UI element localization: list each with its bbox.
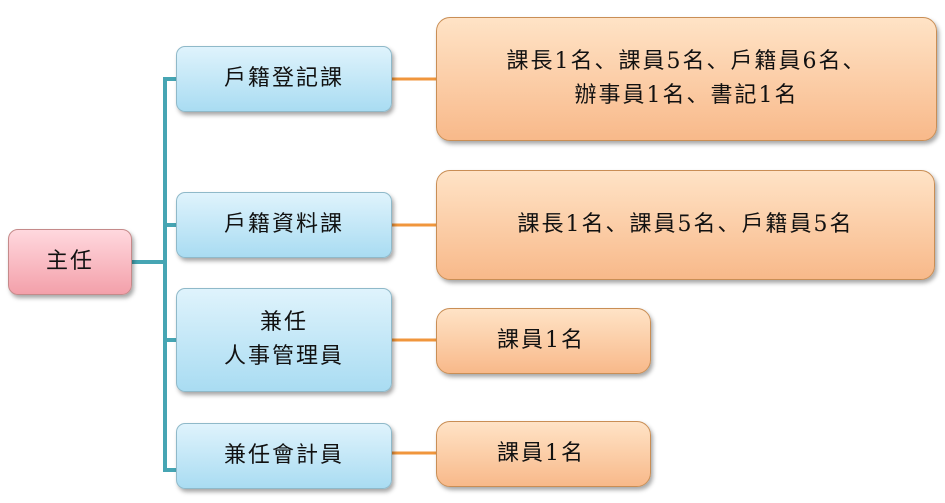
- unit-household-records: 戶籍資料課: [176, 192, 392, 258]
- staff-household-records: 課長1名、課員5名、戶籍員5名: [436, 170, 935, 280]
- staff-household-registration: 課長1名、課員5名、戶籍員6名、 辦事員1名、書記1名: [436, 17, 937, 141]
- unit-personnel-officer: 兼任 人事管理員: [176, 288, 392, 392]
- unit-household-registration: 戶籍登記課: [176, 46, 392, 112]
- director-node: 主任: [8, 229, 132, 295]
- staff-accounting-officer: 課員1名: [436, 421, 651, 487]
- unit-accounting-officer: 兼任會計員: [176, 423, 392, 489]
- staff-personnel-officer: 課員1名: [436, 308, 651, 374]
